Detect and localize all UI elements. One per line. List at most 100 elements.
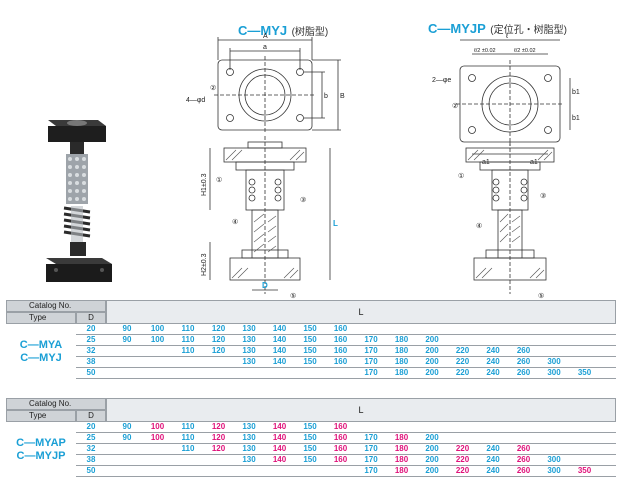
row-L-value: 150 bbox=[303, 346, 317, 355]
row-L-value: 100 bbox=[150, 433, 165, 442]
callout-1-right: ① bbox=[458, 172, 464, 180]
row-L-value: 180 bbox=[394, 335, 409, 344]
row-L-value: 140 bbox=[272, 335, 287, 344]
row-L-value: 140 bbox=[272, 324, 287, 333]
dim-two-phi-e: 2—φe bbox=[432, 77, 451, 84]
row-L-value: 240 bbox=[486, 444, 500, 453]
callout-1: ① bbox=[216, 176, 222, 184]
row-L-value: 130 bbox=[242, 346, 256, 355]
row-L-value: 170 bbox=[364, 466, 378, 475]
row-L-value: 200 bbox=[425, 444, 439, 453]
row-L-value: 200 bbox=[425, 466, 439, 475]
row-L-value: 160 bbox=[333, 346, 348, 355]
dim-H1-label: H1±0.3 bbox=[201, 173, 208, 196]
row-L-value: 110 bbox=[181, 335, 195, 344]
header-L: L bbox=[106, 300, 616, 324]
type-name-myj: C—MYJ bbox=[20, 351, 62, 364]
row-L-value: 150 bbox=[303, 455, 317, 464]
drawing-title-myjp-note: (定位孔・树脂型) bbox=[490, 25, 567, 36]
callout-2-right: ② bbox=[452, 102, 458, 110]
row-L-value: 160 bbox=[333, 357, 348, 366]
row-d-value: 25 bbox=[86, 433, 96, 442]
dim-b-label: b bbox=[324, 93, 328, 100]
row-L-value: 170 bbox=[364, 346, 378, 355]
row-L-value: 180 bbox=[394, 444, 409, 453]
row-L-value: 200 bbox=[425, 368, 439, 377]
row-L-value: 220 bbox=[455, 444, 470, 453]
drawing-title-myj: C—MYJ (树脂型) bbox=[238, 22, 328, 40]
row-L-value: 300 bbox=[547, 466, 561, 475]
dim-A-label: A bbox=[263, 33, 268, 40]
type-names: C—MYAP C—MYJP bbox=[6, 422, 76, 477]
row-L-value: 180 bbox=[394, 368, 409, 377]
drawing-title-myjp: C—MYJP (定位孔・树脂型) bbox=[428, 20, 567, 38]
row-L-value: 180 bbox=[394, 357, 409, 366]
row-L-value: 170 bbox=[364, 368, 378, 377]
row-L-value: 200 bbox=[425, 357, 439, 366]
row-L-value: 300 bbox=[547, 455, 561, 464]
row-d-value: 50 bbox=[86, 466, 96, 475]
row-L-value: 150 bbox=[303, 422, 317, 431]
header-catalog-no: Catalog No. bbox=[6, 398, 106, 410]
row-L-value: 200 bbox=[425, 455, 439, 464]
drawing-title-myj-note: (树脂型) bbox=[291, 27, 329, 38]
row-L-value: 110 bbox=[181, 324, 195, 333]
dim-a-label: a bbox=[263, 44, 267, 51]
row-L-value: 90 bbox=[122, 335, 132, 344]
row-L-value: 130 bbox=[242, 433, 256, 442]
row-L-value: 160 bbox=[333, 422, 348, 431]
row-L-value: 200 bbox=[425, 433, 439, 442]
dim-ell-label: ℓ bbox=[505, 33, 509, 40]
row-L-value: 150 bbox=[303, 335, 317, 344]
row-L-value: 140 bbox=[272, 422, 287, 431]
row-L-value: 260 bbox=[516, 455, 531, 464]
callout-3-right: ③ bbox=[540, 192, 546, 200]
header-L: L bbox=[106, 398, 616, 422]
dim-half-ell-left: ℓ/2 ±0.02 bbox=[474, 48, 496, 54]
row-L-value: 220 bbox=[455, 368, 470, 377]
callout-3: ③ bbox=[300, 196, 306, 204]
header-type: Type bbox=[6, 410, 76, 422]
callout-4-right: ④ bbox=[476, 222, 482, 230]
dim-a1-left: a1 bbox=[482, 159, 490, 166]
row-L-value: 120 bbox=[211, 346, 226, 355]
row-L-value: 220 bbox=[455, 346, 470, 355]
row-d-value: 20 bbox=[86, 324, 96, 333]
dim-phi-d-label: 4—φd bbox=[186, 97, 205, 104]
row-L-value: 130 bbox=[242, 455, 256, 464]
row-L-value: 150 bbox=[303, 433, 317, 442]
row-d-value: 38 bbox=[86, 455, 96, 464]
row-L-value: 120 bbox=[211, 433, 226, 442]
row-L-value: 160 bbox=[333, 444, 348, 453]
row-L-value: 150 bbox=[303, 357, 317, 366]
row-L-value: 120 bbox=[211, 444, 226, 453]
row-L-value: 170 bbox=[364, 433, 378, 442]
row-L-value: 120 bbox=[211, 324, 226, 333]
row-L-value: 200 bbox=[425, 346, 439, 355]
row-L-value: 130 bbox=[242, 444, 256, 453]
row-L-value: 240 bbox=[486, 357, 500, 366]
callout-5-right: ⑤ bbox=[538, 292, 544, 300]
row-L-value: 160 bbox=[333, 335, 348, 344]
row-L-value: 130 bbox=[242, 422, 256, 431]
dim-B-label: B bbox=[340, 93, 345, 100]
row-L-value: 110 bbox=[181, 433, 195, 442]
row-L-value: 170 bbox=[364, 357, 378, 366]
drawing-title-myj-main: C—MYJ bbox=[238, 23, 288, 38]
dim-b1-top: b1 bbox=[572, 89, 580, 96]
row-L-value: 100 bbox=[150, 422, 165, 431]
row-L-value: 240 bbox=[486, 466, 500, 475]
type-names: C—MYA C—MYJ bbox=[6, 324, 76, 379]
row-L-value: 100 bbox=[150, 335, 165, 344]
row-L-value: 90 bbox=[122, 422, 132, 431]
callout-4: ④ bbox=[232, 218, 238, 226]
row-L-value: 160 bbox=[333, 324, 348, 333]
row-L-value: 350 bbox=[577, 368, 592, 377]
